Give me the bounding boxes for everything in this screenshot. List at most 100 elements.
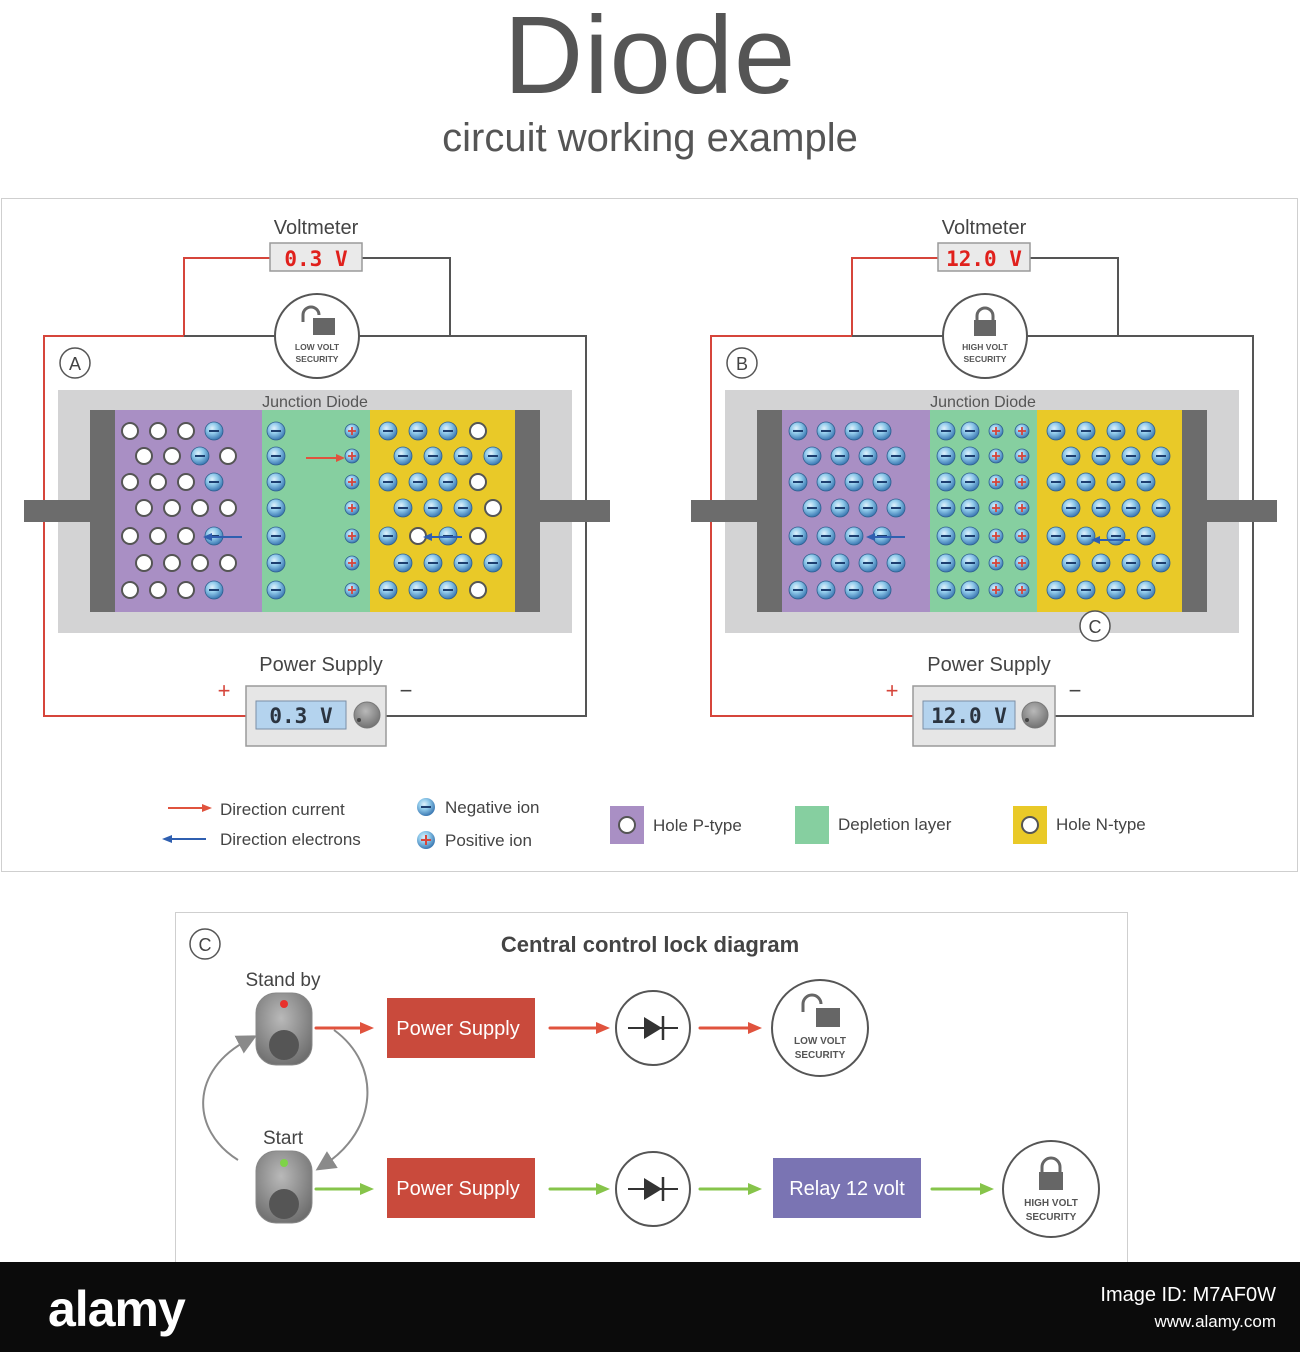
- supply-display: [922, 700, 1016, 730]
- junction-diode-label: Junction Diode: [262, 394, 368, 411]
- legend-direction-current: Direction current: [220, 800, 345, 819]
- particles-a: [121, 421, 503, 600]
- voltmeter-display: [269, 242, 363, 272]
- wire-negative: [1030, 257, 1254, 717]
- tag-b-icon: [726, 347, 758, 379]
- power-supply-1-label: Power Supply: [396, 1018, 519, 1040]
- lock-line2: SECURITY: [296, 354, 339, 364]
- supply-display: [255, 700, 347, 730]
- hole-p-type-icon: [610, 806, 644, 844]
- supply-reading: 12.0 V: [931, 704, 1007, 728]
- hole-dot: [469, 581, 487, 599]
- supply-knob[interactable]: [353, 701, 381, 729]
- hole-dot: [121, 422, 139, 440]
- particles-b: [788, 421, 1171, 600]
- tag-a-icon: [59, 347, 91, 379]
- power-supply-label: Power Supply: [259, 654, 382, 676]
- relay-label: Relay 12 volt: [789, 1178, 905, 1200]
- depletion-layer-swatch: [795, 806, 829, 844]
- cycle-arrow-up-icon: [202, 1035, 257, 1161]
- voltmeter-label: Voltmeter: [274, 217, 359, 239]
- alamy-logo: alamy: [48, 1281, 186, 1337]
- voltmeter-reading: 12.0 V: [946, 247, 1022, 271]
- lock-line1: HIGH VOLT: [962, 342, 1008, 352]
- legend: Direction current Direction electrons Ne…: [162, 798, 1146, 850]
- legend-hole-n: Hole N-type: [1056, 815, 1146, 834]
- electrode-left: [757, 410, 782, 612]
- supply-reading: 0.3 V: [269, 704, 333, 728]
- hole-dot: [149, 422, 167, 440]
- red-led-icon: [280, 1000, 288, 1008]
- lead-right: [1207, 500, 1277, 522]
- hole-dot: [177, 527, 195, 545]
- legend-negative-ion: Negative ion: [445, 798, 540, 817]
- hole-dot: [219, 554, 237, 572]
- hole-dot: [149, 527, 167, 545]
- page-subtitle: circuit working example: [442, 116, 858, 160]
- hole-dot: [121, 473, 139, 491]
- footer-url: www.alamy.com: [1154, 1312, 1276, 1331]
- electrode-right: [1182, 410, 1207, 612]
- power-supply-label: Power Supply: [927, 654, 1050, 676]
- high-volt-lock-icon: HIGH VOLT SECURITY: [942, 293, 1028, 379]
- current-arrow-icon: [202, 804, 212, 812]
- hole-dot: [163, 447, 181, 465]
- high-volt-lock-icon: HIGH VOLT SECURITY: [1002, 1140, 1100, 1238]
- plus-sign: +: [886, 678, 899, 703]
- low-volt-lock-icon: LOW VOLT SECURITY: [771, 979, 869, 1077]
- standby-label: Stand by: [246, 970, 321, 991]
- relay-box: [773, 1158, 921, 1218]
- cycle-arrow-down-icon: [315, 1029, 369, 1171]
- hole-dot: [469, 473, 487, 491]
- hole-dot: [191, 554, 209, 572]
- tag-c-icon: [189, 928, 221, 960]
- legend-depletion: Depletion layer: [838, 815, 952, 834]
- hole-dot: [219, 499, 237, 517]
- voltmeter-display: [937, 242, 1031, 272]
- row1-lock-line1: LOW VOLT: [794, 1036, 846, 1047]
- legend-hole-p: Hole P-type: [653, 816, 742, 835]
- power-supply-box-1: [387, 998, 535, 1058]
- standby-button[interactable]: [255, 992, 313, 1066]
- tag-a: A: [69, 354, 81, 374]
- hole-dot: [484, 499, 502, 517]
- row2-lock-line1: HIGH VOLT: [1024, 1198, 1078, 1209]
- minus-sign: −: [1069, 678, 1082, 703]
- page-title: Diode: [503, 0, 797, 117]
- wire-positive: [710, 257, 938, 717]
- tag-b: B: [736, 354, 748, 374]
- plus-sign: +: [218, 678, 231, 703]
- wire-positive: [43, 257, 270, 717]
- lead-right: [540, 500, 610, 522]
- diode-symbol-icon: [615, 1151, 691, 1227]
- lock-line2: SECURITY: [964, 354, 1007, 364]
- hole-dot: [163, 554, 181, 572]
- green-led-icon: [280, 1159, 288, 1167]
- voltmeter-label: Voltmeter: [942, 217, 1027, 239]
- circuit-b: Voltmeter 12.0 V HIGH VOLT SECURITY B Ju…: [691, 217, 1277, 747]
- lock-line1: LOW VOLT: [295, 342, 340, 352]
- junction-diode-label: Junction Diode: [930, 394, 1036, 411]
- hole-dot: [121, 581, 139, 599]
- row2-lock-line2: SECURITY: [1026, 1212, 1077, 1223]
- hole-dot: [163, 499, 181, 517]
- lead-left: [691, 500, 759, 522]
- hole-dot: [135, 499, 153, 517]
- start-button[interactable]: [255, 1150, 313, 1224]
- circuits-panel: [1, 198, 1298, 872]
- hole-n-type-icon: [1013, 806, 1047, 844]
- image-id: Image ID: M7AF0W: [1100, 1284, 1276, 1306]
- positive-ion-icon: [417, 831, 435, 849]
- hole-dot: [149, 473, 167, 491]
- electrode-right: [515, 410, 540, 612]
- power-supply-2-label: Power Supply: [396, 1178, 519, 1200]
- control-title: Central control lock diagram: [501, 932, 799, 957]
- tag-c-callout-icon: [1079, 610, 1111, 642]
- hole-dot: [121, 527, 139, 545]
- start-label: Start: [263, 1128, 304, 1149]
- hole-dot: [469, 422, 487, 440]
- negative-ion-icon: [417, 798, 435, 816]
- supply-knob[interactable]: [1021, 701, 1049, 729]
- hole-dot: [135, 554, 153, 572]
- row1-lock-line2: SECURITY: [795, 1050, 846, 1061]
